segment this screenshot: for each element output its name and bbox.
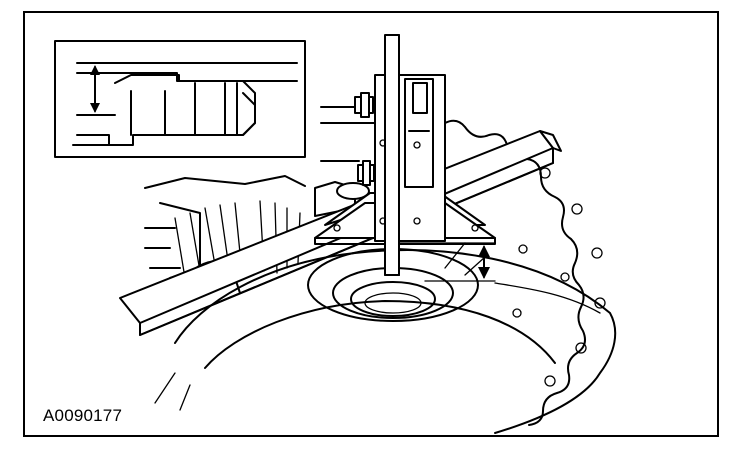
measurement-arrow	[398, 242, 496, 282]
depth-gauge	[314, 34, 496, 276]
inset-detail	[54, 40, 306, 158]
diagram-frame: A0090177	[23, 11, 719, 437]
technical-illustration	[54, 34, 617, 434]
transmission-case	[154, 119, 617, 434]
figure-reference-code: A0090177	[43, 406, 123, 425]
